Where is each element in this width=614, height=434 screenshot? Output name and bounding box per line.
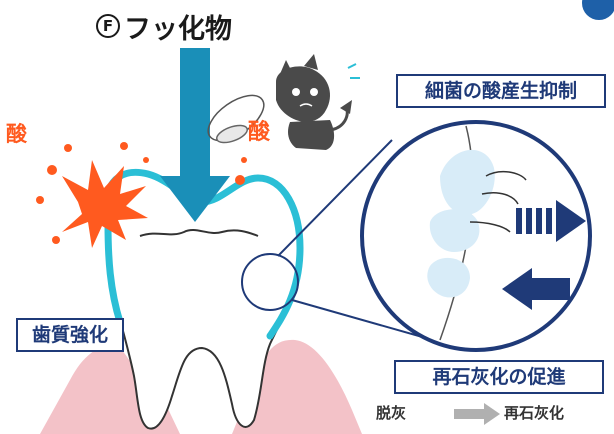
remineralization-label: 再石灰化の促進 [394,360,604,394]
acid-label-bacteria: 酸 [248,114,270,146]
fluoride-title: F フッ化物 [96,8,286,44]
bacteria-icon [201,54,360,150]
fluoride-mark: F [96,14,120,38]
enamel-strengthening-label: 歯質強化 [16,318,124,352]
magnifier-circle-icon [362,122,590,350]
acid-label-left: 酸 [6,118,27,148]
fluoride-title-text: フッ化物 [124,7,232,46]
bacteria-inhibition-label: 細菌の酸産生抑制 [396,74,606,108]
legend-from: 脱灰 [376,402,406,423]
gum [40,340,362,434]
legend-arrow-icon [454,403,500,425]
legend-to: 再石灰化 [504,402,564,423]
